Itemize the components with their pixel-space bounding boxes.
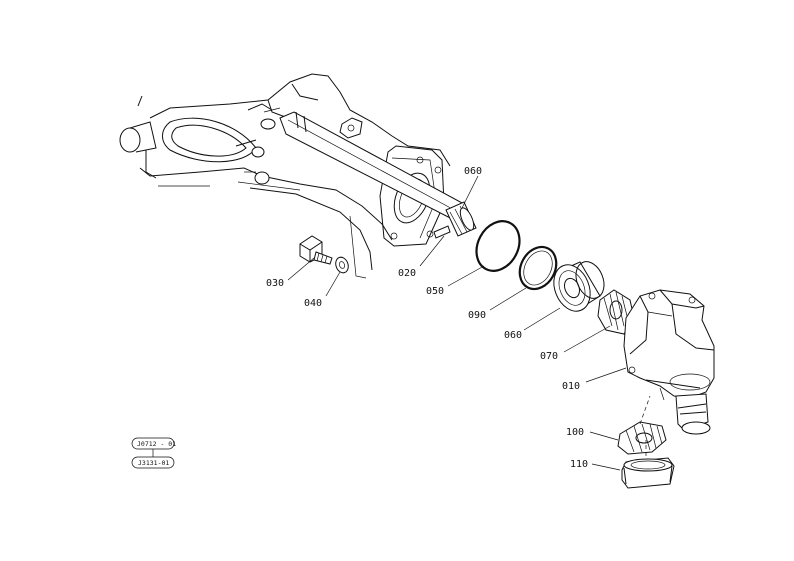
bolt-030 xyxy=(299,235,333,265)
assembly-centerline xyxy=(639,395,651,425)
stamp-lower: J3131-01 xyxy=(138,459,169,467)
label-020: 020 xyxy=(398,268,416,279)
label-040: 040 xyxy=(304,298,322,309)
washer-040 xyxy=(335,256,349,274)
bevel-gear-100 xyxy=(617,421,667,455)
label-070: 070 xyxy=(540,351,558,362)
shaft-060 xyxy=(279,111,477,237)
label-090: 090 xyxy=(468,310,486,321)
label-010: 010 xyxy=(562,381,580,392)
label-030: 030 xyxy=(266,278,284,289)
gear-case-010 xyxy=(623,289,715,435)
label-100: 100 xyxy=(566,427,584,438)
bolt-guide-line xyxy=(349,215,367,279)
shim-090 xyxy=(518,245,558,291)
leader-lines xyxy=(287,175,627,471)
stamp-lower-frame xyxy=(131,456,175,469)
o-ring-050 xyxy=(475,220,521,272)
bearing-060 xyxy=(553,261,605,312)
bearing-110 xyxy=(621,457,675,489)
stamp-upper: J0712 - 01 xyxy=(137,440,176,448)
label-060-shaft: 060 xyxy=(464,166,482,177)
label-050: 050 xyxy=(426,286,444,297)
reference-stamps: J0712 - 01 J3131-01 xyxy=(131,437,176,469)
label-110: 110 xyxy=(570,459,588,470)
label-060-bearing: 060 xyxy=(504,330,522,341)
